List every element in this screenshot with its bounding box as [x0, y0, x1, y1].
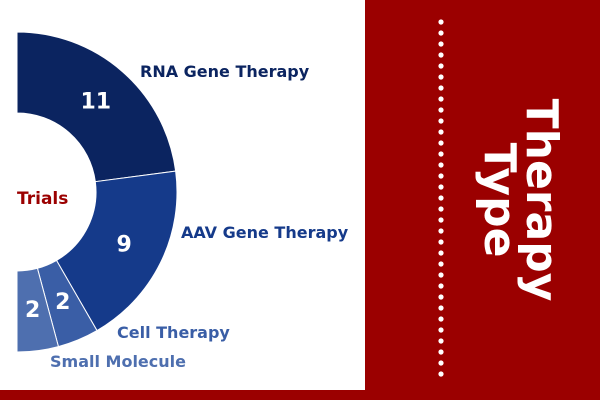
divider-dot	[438, 96, 444, 102]
divider-dot	[438, 30, 444, 36]
category-label-small-molecule: Small Molecule	[50, 352, 186, 371]
value-label-rna-gene-therapy: 11	[80, 90, 111, 115]
value-label-cell-therapy: 2	[55, 290, 70, 315]
value-label-aav-gene-therapy: 9	[117, 232, 132, 257]
slice-aav-gene-therapy	[55, 170, 178, 332]
category-label-aav-gene-therapy: AAV Gene Therapy	[181, 223, 349, 242]
divider-dot	[438, 272, 444, 278]
center-label: Trials	[17, 189, 69, 209]
donut-chart: 11 RNA Gene Therapy 9 AAV Gene Therapy 2Cell…	[16, 31, 349, 371]
divider-dot	[438, 316, 444, 322]
dotted-divider	[438, 19, 444, 377]
divider-dot	[438, 162, 444, 168]
divider-dot	[438, 19, 444, 25]
divider-dot	[438, 294, 444, 300]
divider-dot	[438, 129, 444, 135]
divider-dot	[438, 173, 444, 179]
divider-dot	[438, 184, 444, 190]
side-title: Therapy Type	[474, 98, 567, 302]
divider-dot	[438, 283, 444, 289]
category-label-cell-therapy: Cell Therapy	[117, 323, 230, 342]
divider-dot	[438, 74, 444, 80]
side-title-line2: Type	[474, 142, 525, 258]
divider-dot	[438, 305, 444, 311]
divider-dot	[438, 349, 444, 355]
divider-dot	[438, 239, 444, 245]
divider-dot	[438, 338, 444, 344]
divider-dot	[438, 52, 444, 58]
side-title-line1: Therapy	[516, 98, 567, 302]
divider-dot	[438, 261, 444, 267]
divider-dot	[438, 360, 444, 366]
divider-dot	[438, 206, 444, 212]
divider-dot	[438, 195, 444, 201]
divider-dot	[438, 140, 444, 146]
divider-dot	[438, 151, 444, 157]
divider-dot	[438, 41, 444, 47]
divider-dot	[438, 228, 444, 234]
category-label-rna-gene-therapy: RNA Gene Therapy	[140, 62, 310, 81]
divider-dot	[438, 327, 444, 333]
divider-dot	[438, 63, 444, 69]
divider-dot	[438, 118, 444, 124]
slice-rna-gene-therapy	[16, 31, 177, 183]
divider-dot	[438, 107, 444, 113]
divider-dot	[438, 371, 444, 377]
value-label-small-molecule: 2	[25, 298, 40, 323]
divider-dot	[438, 250, 444, 256]
slice-small-molecule	[16, 267, 60, 353]
divider-dot	[438, 85, 444, 91]
divider-dot	[438, 217, 444, 223]
